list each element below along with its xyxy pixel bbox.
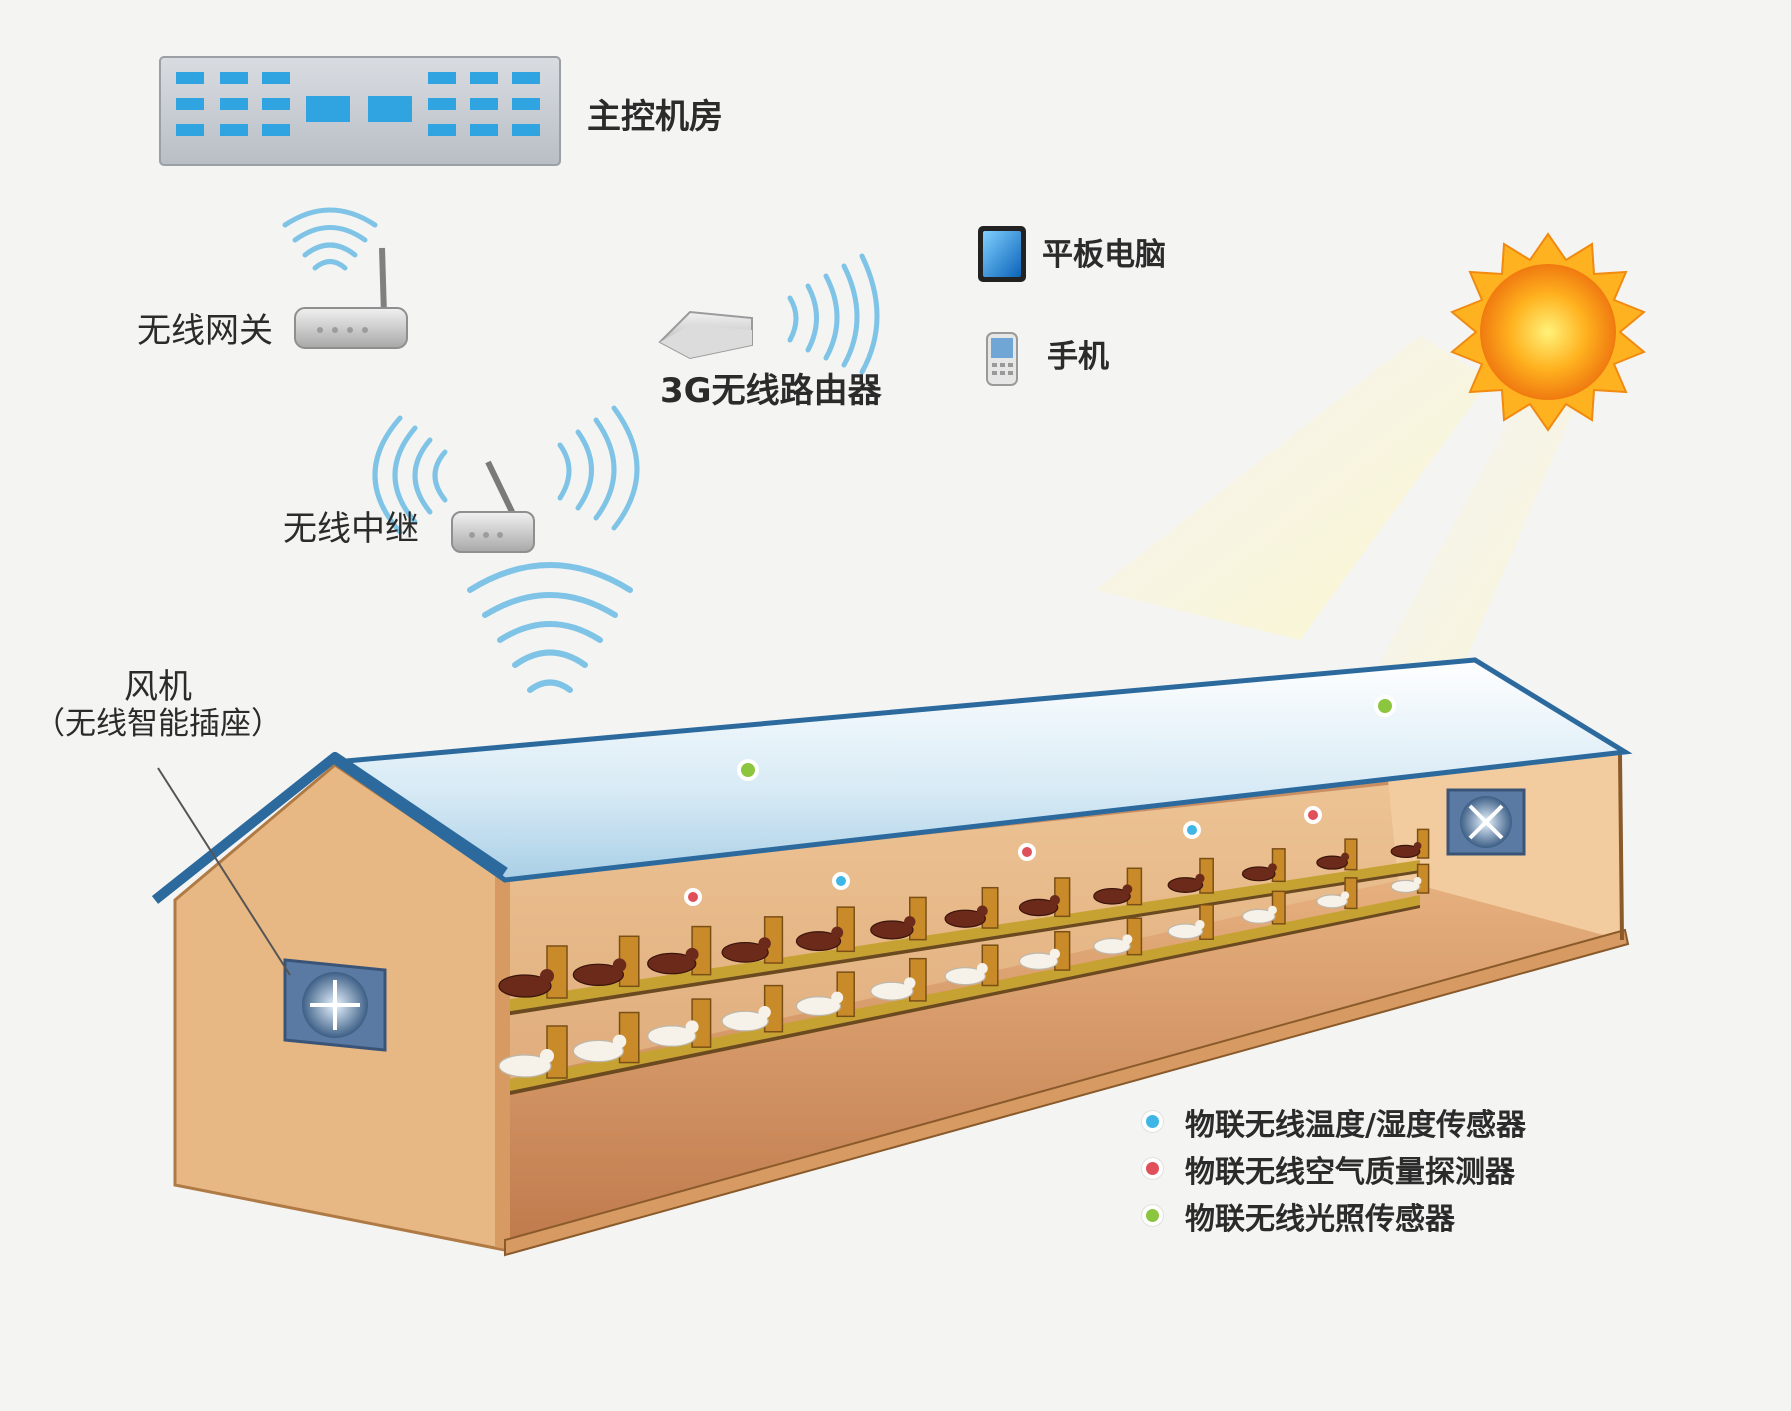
poultry-bird: [572, 963, 624, 986]
poultry-head: [1195, 873, 1205, 884]
poultry-bird: [1018, 898, 1059, 917]
poultry-bird: [1241, 866, 1276, 882]
tablet-label: 平板电脑: [1042, 237, 1166, 273]
temp-sensor-marker: [1183, 821, 1201, 839]
poultry-head: [976, 905, 988, 917]
poultry-bird: [795, 996, 842, 1017]
poultry-bird: [1316, 894, 1348, 909]
server-rack-icon: [159, 56, 561, 166]
temp-sensor-marker: [832, 872, 850, 890]
fan-callout-line: [157, 767, 291, 976]
poultry-bird: [1093, 887, 1131, 905]
phone-label: 手机: [1047, 339, 1109, 375]
poultry-bird: [1167, 923, 1204, 940]
wifi-signal-icon: [282, 207, 378, 271]
fan-label-line1: 风机: [124, 667, 192, 707]
control-room-label: 主控机房: [587, 97, 723, 137]
poultry-bird: [944, 909, 986, 928]
legend-dot-light: [1142, 1205, 1163, 1226]
legend-dot-air-quality: [1142, 1158, 1163, 1179]
poultry-bird: [1167, 877, 1204, 893]
poultry-head: [1195, 920, 1205, 930]
legend-text-air-quality: 物联无线空气质量探测器: [1185, 1154, 1515, 1190]
poultry-head: [976, 963, 988, 974]
poultry-bird: [1093, 937, 1131, 955]
poultry-bird: [721, 1010, 769, 1032]
sun-beams: [1095, 335, 1580, 720]
poultry-head: [758, 1006, 771, 1019]
poultry-head: [1413, 842, 1422, 850]
poultry-head: [904, 977, 916, 989]
air-sensor-marker: [1018, 843, 1036, 861]
sensor-markers: [684, 695, 1396, 906]
poultry-head: [831, 991, 844, 1004]
fan-label-line2: （无线智能插座）: [34, 706, 282, 743]
poultry-bird: [647, 1025, 697, 1047]
wireless-gateway-label: 无线网关: [137, 311, 273, 351]
poultry-head: [1122, 884, 1133, 895]
poultry-head: [540, 969, 554, 983]
mobile-phone-icon: [986, 332, 1018, 386]
router-icon: [658, 310, 753, 360]
poultry-head: [758, 937, 771, 950]
poultry-bird: [1018, 952, 1059, 970]
poultry-bird: [944, 967, 986, 986]
poultry-bird: [795, 931, 842, 952]
legend-item-temperature: 物联无线温度/湿度传感器: [1142, 1098, 1526, 1145]
exhaust-fan-icon: [283, 958, 387, 1052]
poultry-head: [904, 916, 916, 928]
poultry-head: [540, 1049, 554, 1063]
legend-text-light: 物联无线光照传感器: [1185, 1201, 1455, 1237]
poultry-head: [685, 1020, 699, 1034]
poultry-lower-row: [498, 863, 1430, 1079]
wireless-relay-label: 无线中继: [283, 509, 419, 549]
poultry-bird: [870, 920, 914, 940]
poultry-head: [612, 1034, 627, 1049]
poultry-head: [1268, 905, 1277, 915]
poultry-head: [612, 958, 627, 972]
poultry-bird: [572, 1039, 624, 1063]
barn: [151, 657, 1633, 1257]
wireless-relay-icon: [451, 460, 535, 553]
poultry-head: [1122, 934, 1133, 945]
poultry-bird: [1390, 844, 1421, 859]
legend-text-temperature: 物联无线温度/湿度传感器: [1185, 1107, 1526, 1143]
poultry-bird: [1241, 908, 1276, 924]
sensor-legend: 物联无线温度/湿度传感器 物联无线空气质量探测器 物联无线光照传感器: [1142, 1098, 1526, 1239]
poultry-head: [1413, 877, 1422, 885]
poultry-head: [685, 947, 699, 961]
poultry-head: [1268, 863, 1277, 872]
light-sensor-marker: [737, 759, 759, 781]
legend-item-light: 物联无线光照传感器: [1142, 1192, 1526, 1239]
light-sensor-marker: [1374, 695, 1396, 717]
poultry-head: [1049, 894, 1061, 906]
poultry-bird: [498, 1054, 552, 1078]
poultry-bird: [721, 941, 769, 963]
poultry-bird: [647, 952, 697, 975]
air-sensor-marker: [1304, 806, 1322, 824]
poultry-head: [1340, 891, 1350, 900]
poultry-head: [1049, 948, 1061, 960]
poultry-head: [831, 926, 844, 939]
wifi-signal-icon: [557, 405, 640, 531]
wifi-signal-icon: [372, 415, 448, 535]
tablet-icon: [978, 226, 1026, 282]
sun-icon: [1450, 232, 1646, 432]
wifi-signal-icon: [787, 253, 880, 375]
legend-item-air-quality: 物联无线空气质量探测器: [1142, 1145, 1526, 1192]
router-3g-label: 3G无线路由器: [660, 371, 882, 411]
poultry-bird: [498, 974, 552, 998]
exhaust-fan-icon: [1446, 788, 1526, 856]
air-sensor-marker: [684, 888, 702, 906]
poultry-bird: [1390, 879, 1421, 894]
fan-label: 风机 （无线智能插座）: [28, 667, 288, 743]
wireless-gateway-icon: [294, 247, 408, 349]
wifi-signal-icon: [467, 562, 633, 693]
poultry-bird: [1316, 855, 1348, 870]
poultry-upper-row: [498, 828, 1430, 999]
poultry-head: [1340, 852, 1350, 861]
poultry-bird: [870, 981, 914, 1001]
legend-dot-temperature: [1142, 1111, 1163, 1132]
